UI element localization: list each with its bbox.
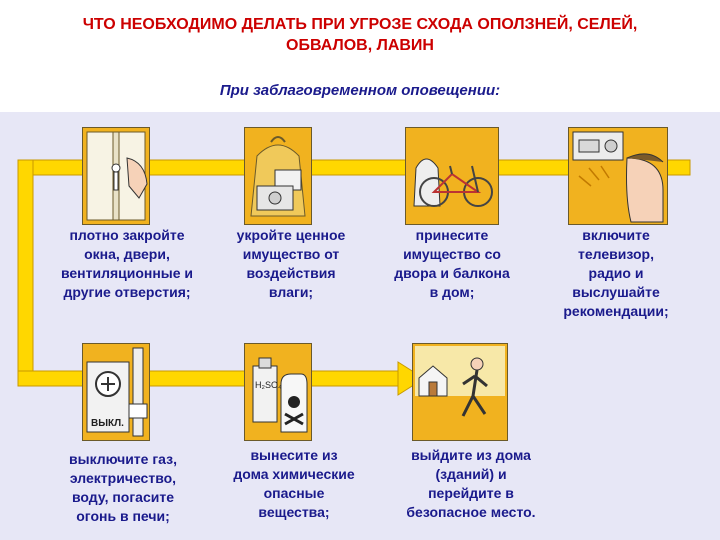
step-1-illustration [82,127,150,225]
step-6-caption: вынесите из дома химические опасные веще… [222,446,366,522]
caption-line: имущество от [242,246,340,262]
step-7-illustration [412,343,508,441]
caption-line: рекомендации; [563,303,669,319]
step-4-illustration [568,127,668,225]
caption-line: (зданий) и [435,466,507,482]
step-4-caption: включите телевизор, радио и выслушайте р… [548,226,684,321]
caption-line: радио и [588,265,644,281]
running-person-icon [415,346,505,417]
caption-line: окна, двери, [84,246,170,262]
caption-line: двора и балкона [394,265,510,281]
caption-line: дома химические [233,466,355,482]
caption-line: другие отверстия; [63,284,191,300]
caption-line: укройте ценное [236,227,346,243]
step-2-illustration [244,127,312,225]
page-title: ЧТО НЕОБХОДИМО ДЕЛАТЬ ПРИ УГРОЗЕ СХОДА О… [0,14,720,56]
step-3-caption: принесите имущество со двора и балкона в… [378,226,526,302]
caption-line: выслушайте [572,284,660,300]
title-line-2: ОБВАЛОВ, ЛАВИН [286,37,434,54]
title-line-1: ЧТО НЕОБХОДИМО ДЕЛАТЬ ПРИ УГРОЗЕ СХОДА О… [82,16,638,33]
caption-line: перейдите в [428,485,514,501]
caption-line: принесите [415,227,489,243]
caption-line: опасные [263,485,325,501]
caption-line: вещества; [258,504,330,520]
step-7-caption: выйдите из дома (зданий) и перейдите в б… [396,446,546,522]
step-5-illustration: ВЫКЛ. [82,343,150,441]
step-6-illustration: H₂SO₄ [244,343,312,441]
caption-line: включите [582,227,650,243]
step-1-caption: плотно закройте окна, двери, вентиляцион… [46,226,208,302]
caption-line: воздействия [246,265,336,281]
caption-line: огонь в печи; [76,508,170,524]
hazardous-chemicals-icon: H₂SO₄ [252,357,308,433]
chemical-label: H₂SO₄ [255,380,282,390]
switch-off-icon: ВЫКЛ. [86,347,148,437]
radio-listener-icon [572,131,664,223]
caption-line: электричество, [69,470,177,486]
caption-line: выключите газ, [69,451,177,467]
caption-line: вентиляционные и [60,265,194,281]
switch-label: ВЫКЛ. [91,418,124,429]
caption-line: вынесите из [250,447,338,463]
step-2-caption: укройте ценное имущество от воздействия … [216,226,366,302]
step-3-illustration [405,127,499,225]
caption-line: телевизор, [578,246,654,262]
page-subtitle: При заблаговременном оповещении: [219,82,501,99]
bicycle-and-sack-icon [413,158,493,207]
step-5-caption: выключите газ, электричество, воду, пога… [52,450,194,526]
caption-line: выйдите из дома [411,447,531,463]
wrapped-valuables-icon [250,136,306,217]
caption-line: плотно закройте [69,227,185,243]
window-latch-icon [86,131,148,221]
caption-line: воду, погасите [71,489,175,505]
caption-line: в дом; [429,284,475,300]
caption-line: безопасное место. [406,504,536,520]
caption-line: влаги; [268,284,314,300]
caption-line: имущество со [403,246,501,262]
